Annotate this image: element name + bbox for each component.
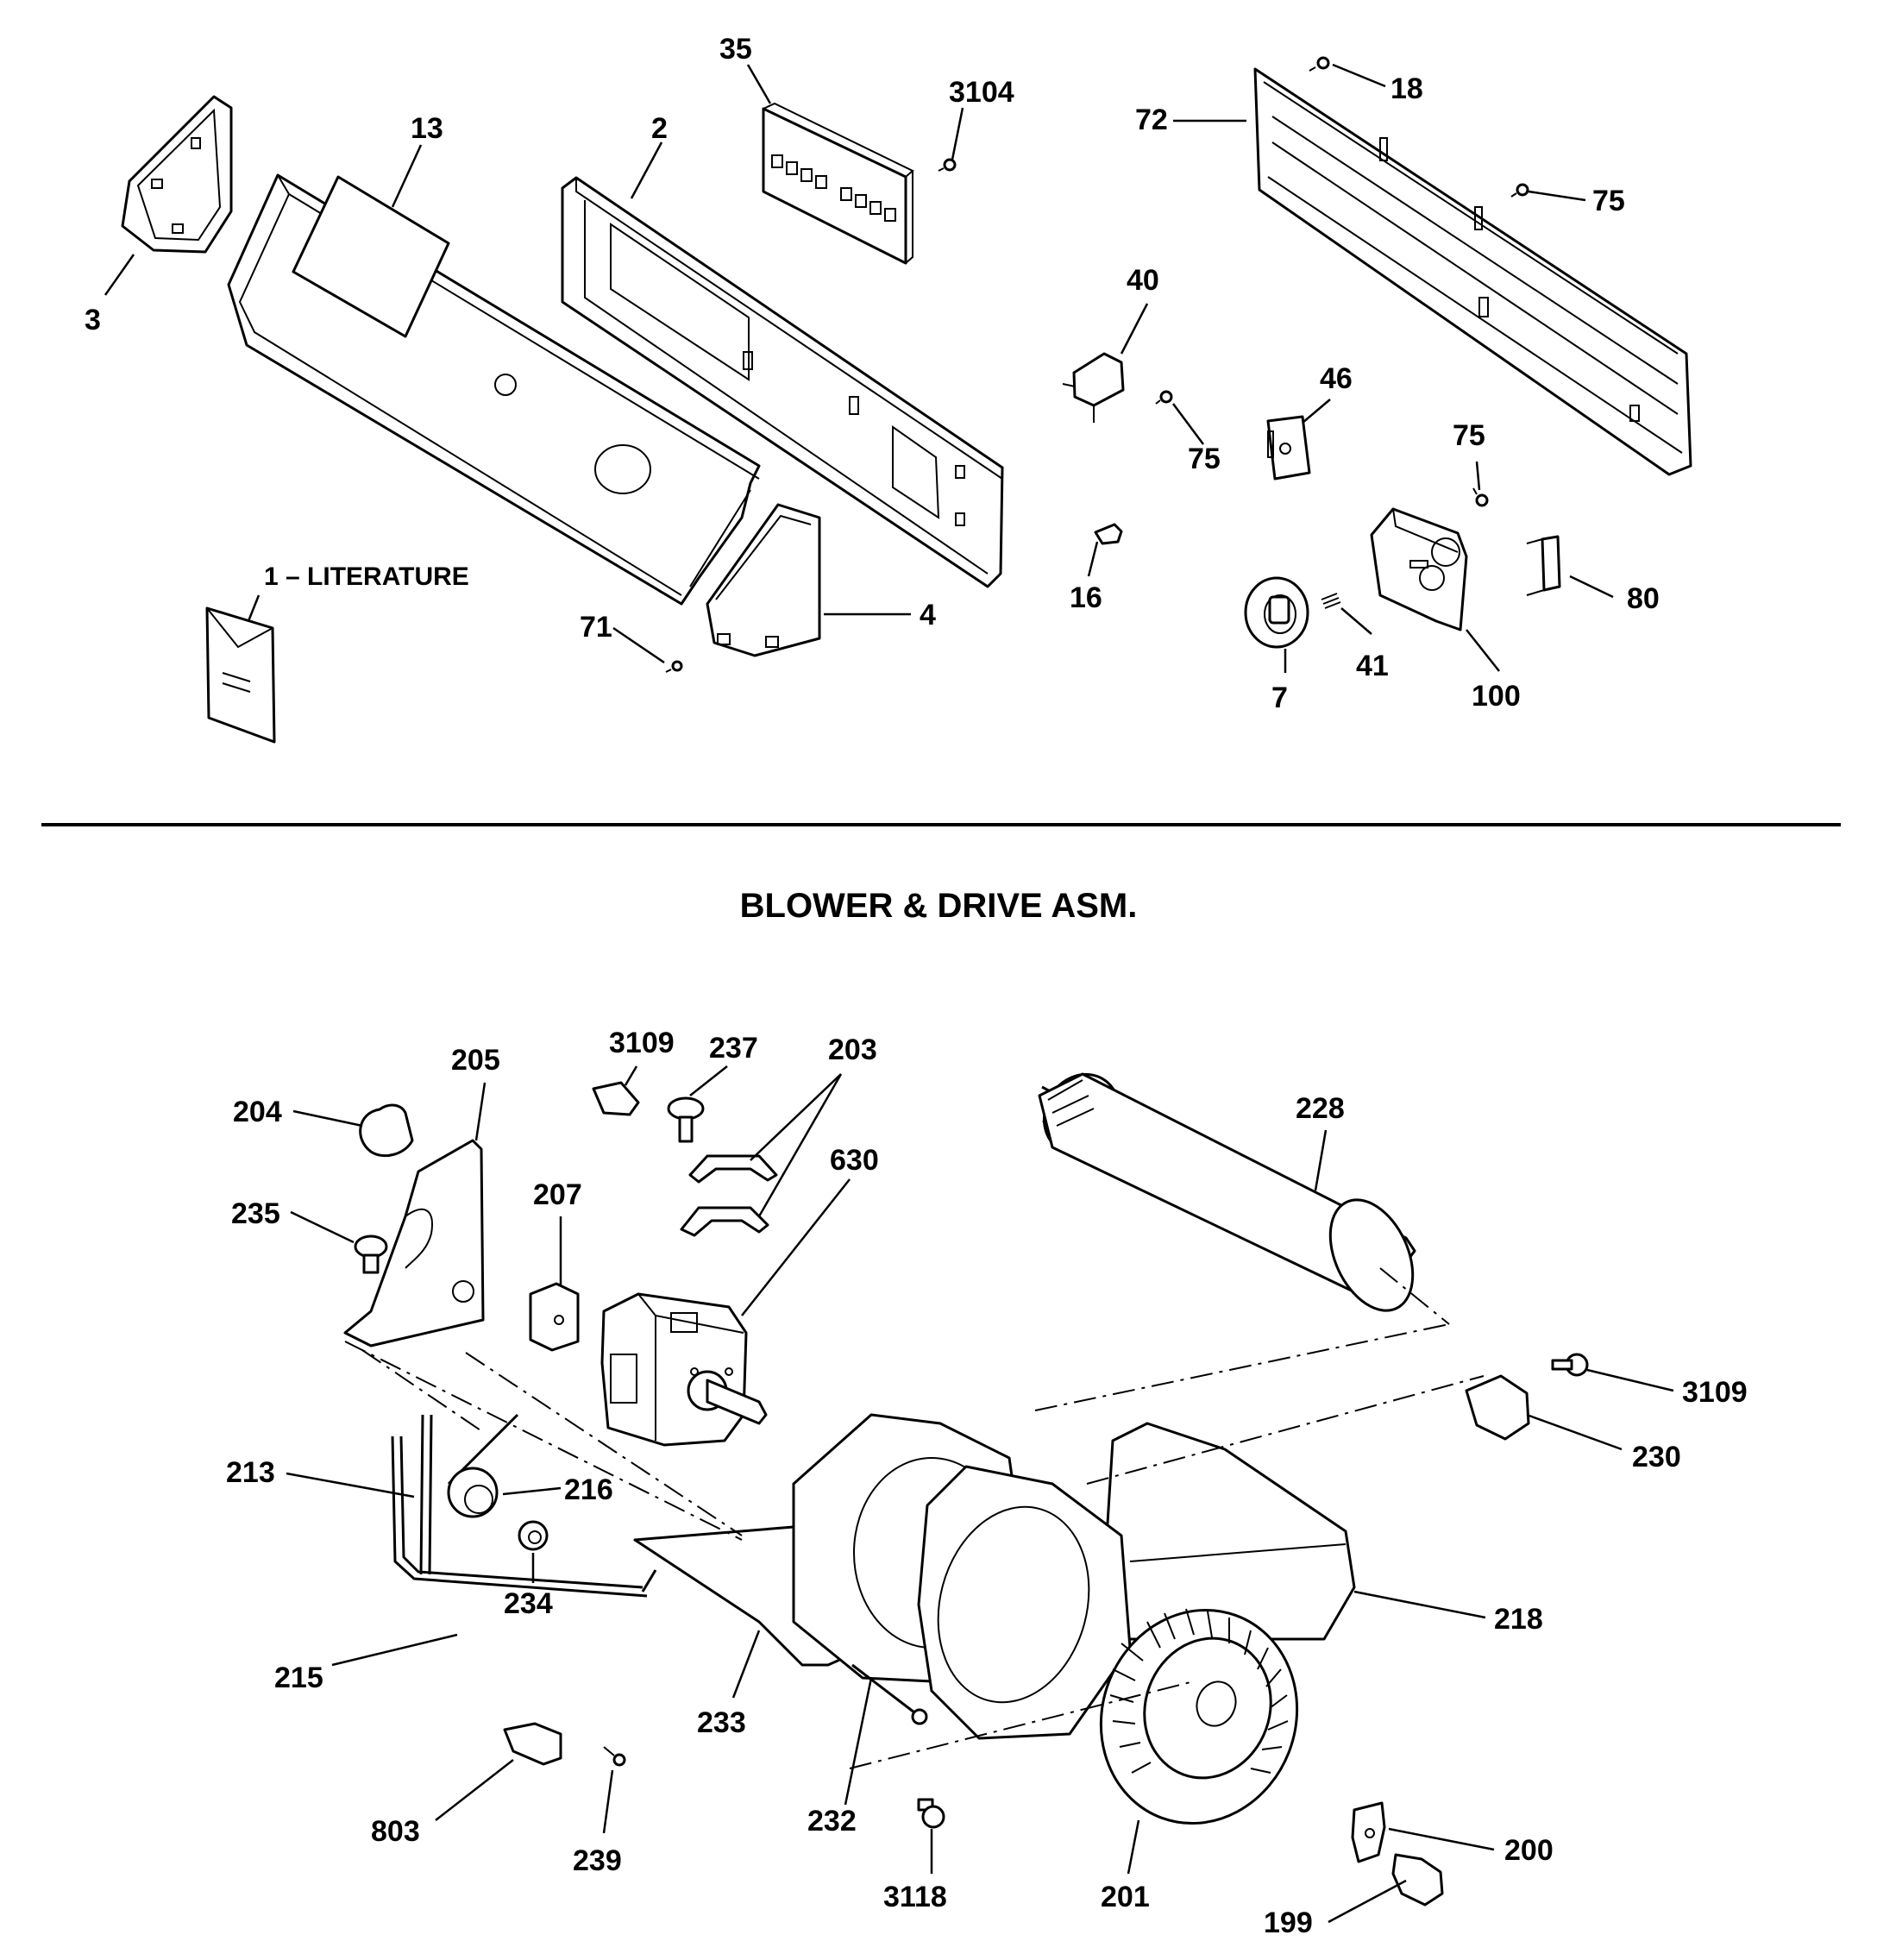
label-80: 80: [1627, 582, 1660, 615]
label-3109-b: 3109: [1682, 1376, 1748, 1409]
part-35-control-board: [762, 102, 914, 265]
label-233: 233: [697, 1706, 746, 1739]
part-13-control-panel: [227, 173, 761, 606]
label-235: 235: [231, 1197, 280, 1230]
label-72: 72: [1135, 104, 1168, 136]
part-237-screw: [667, 1096, 705, 1143]
label-71: 71: [580, 611, 612, 644]
label-215: 215: [274, 1662, 323, 1694]
part-203-clamps: [680, 1154, 778, 1237]
label-3104: 3104: [949, 76, 1014, 109]
part-200-bracket: [1351, 1801, 1386, 1863]
label-207: 207: [533, 1178, 582, 1211]
part-72-back-panel: [1253, 67, 1692, 476]
screw-75-b: [1155, 390, 1173, 405]
label-3109-a: 3109: [609, 1027, 675, 1059]
label-3118: 3118: [883, 1881, 947, 1913]
label-205: 205: [451, 1044, 500, 1077]
label-35: 35: [719, 33, 752, 66]
bottom-labels: 3109 237 203 205 204 228 630 207 235 310…: [226, 1027, 1748, 1939]
part-205-bracket: [343, 1139, 485, 1348]
part-207-switch: [529, 1282, 580, 1352]
label-234: 234: [504, 1587, 553, 1620]
part-7-knob: [1244, 576, 1309, 649]
part-232-bolt: [851, 1663, 928, 1725]
label-199: 199: [1264, 1907, 1313, 1939]
label-228: 228: [1296, 1092, 1345, 1125]
screw-3104: [938, 158, 957, 172]
label-7: 7: [1271, 682, 1288, 714]
part-1-literature: [205, 606, 276, 744]
label-203: 203: [828, 1033, 877, 1066]
part-216-idler-pulley: [447, 1467, 499, 1518]
part-215-idler-arm: [391, 1413, 657, 1598]
label-237: 237: [709, 1032, 758, 1065]
label-40: 40: [1127, 264, 1159, 297]
part-3109-b: [1551, 1353, 1589, 1377]
part-199-knob: [1391, 1853, 1444, 1907]
label-200: 200: [1504, 1834, 1554, 1867]
label-803: 803: [371, 1815, 420, 1848]
part-3109-a: [592, 1081, 640, 1116]
part-630-motor: [600, 1292, 768, 1447]
top-labels: 35 3104 18 72 75 13 2 3 40 46 75 75 16 8…: [85, 33, 1660, 714]
label-213: 213: [226, 1456, 275, 1489]
part-803-bracket: [503, 1722, 562, 1766]
part-16-clip: [1094, 523, 1123, 545]
assembly-guide-lines: [344, 1267, 1485, 1769]
bottom-leader-lines: [286, 1065, 1674, 1924]
label-13: 13: [411, 112, 443, 145]
label-232: 232: [807, 1805, 857, 1838]
screw-75-a: [1510, 183, 1529, 198]
part-3118-screw: [917, 1798, 945, 1829]
label-100: 100: [1472, 680, 1521, 713]
section-title: BLOWER & DRIVE ASM.: [740, 887, 1138, 925]
label-75-c: 75: [1453, 419, 1485, 452]
label-16: 16: [1070, 581, 1102, 614]
label-2: 2: [651, 112, 668, 145]
part-40-switch: [1062, 352, 1125, 423]
label-41: 41: [1356, 650, 1389, 682]
part-2-panel-frame: [561, 176, 1004, 588]
label-1-literature: 1 – LITERATURE: [264, 562, 469, 591]
part-239-screw: [603, 1746, 626, 1767]
label-630: 630: [830, 1144, 879, 1177]
part-218-blower-housing: [792, 1413, 1356, 1740]
top-leader-lines: [104, 63, 1614, 673]
part-234-nut: [518, 1520, 549, 1551]
label-4: 4: [920, 599, 936, 631]
part-100-timer: [1370, 507, 1468, 631]
screw-71: [665, 660, 683, 673]
part-3-end-cap: [121, 95, 233, 254]
part-201-blower-wheel: [1099, 1608, 1299, 1825]
part-41-spring: [1321, 593, 1341, 609]
label-204: 204: [233, 1096, 282, 1128]
part-204-clip: [359, 1103, 414, 1157]
part-235-screw: [354, 1234, 388, 1274]
label-216: 216: [564, 1473, 613, 1506]
label-230: 230: [1632, 1441, 1681, 1473]
screw-18: [1309, 56, 1330, 72]
label-218: 218: [1494, 1603, 1543, 1636]
screw-75-c: [1472, 487, 1489, 507]
label-239: 239: [573, 1844, 622, 1877]
part-228-duct: [1038, 1072, 1416, 1312]
label-201: 201: [1101, 1881, 1150, 1913]
part-46-board: [1266, 415, 1311, 481]
label-46: 46: [1320, 362, 1353, 395]
label-18: 18: [1390, 72, 1423, 105]
part-4-end-cap: [706, 503, 821, 657]
label-75-b: 75: [1188, 443, 1221, 475]
label-75-a: 75: [1592, 185, 1625, 217]
part-80-harness: [1526, 535, 1561, 596]
label-3: 3: [85, 304, 101, 336]
part-230-thermostat: [1465, 1374, 1530, 1441]
